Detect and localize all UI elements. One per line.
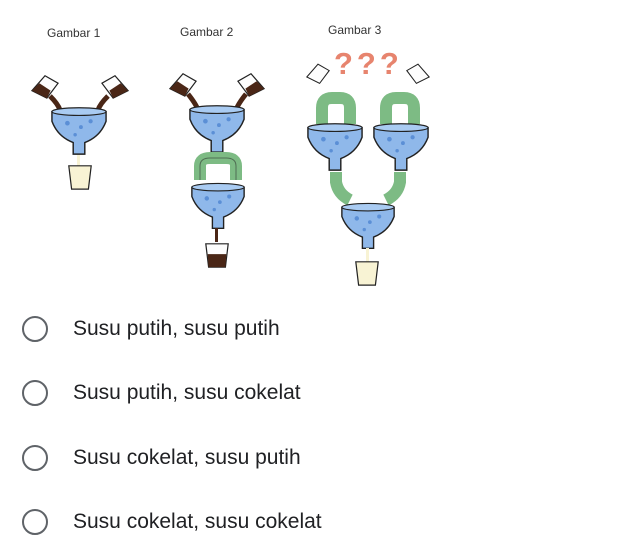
gambar-1-drawing — [31, 75, 129, 190]
caption-gambar-2: Gambar 2 — [180, 25, 234, 39]
radio-button[interactable] — [22, 316, 48, 342]
milk-funnel-illustration: Gambar 1 Gambar 2 Gambar 3 ??? — [31, 23, 430, 286]
option-label: Susu putih, susu putih — [73, 317, 280, 340]
option-4[interactable]: Susu cokelat, susu cokelat — [22, 504, 482, 540]
option-label: Susu cokelat, susu cokelat — [73, 510, 322, 533]
option-1[interactable]: Susu putih, susu putih — [22, 311, 482, 347]
radio-button[interactable] — [22, 445, 48, 471]
gambar-2-drawing — [169, 73, 265, 268]
option-3[interactable]: Susu cokelat, susu putih — [22, 440, 482, 476]
question-marks: ??? — [334, 46, 403, 81]
radio-button[interactable] — [22, 509, 48, 535]
option-label: Susu cokelat, susu putih — [73, 446, 301, 469]
caption-gambar-1: Gambar 1 — [47, 26, 101, 40]
option-label: Susu putih, susu cokelat — [73, 381, 301, 404]
caption-gambar-3: Gambar 3 — [328, 23, 382, 37]
gambar-3-drawing: ??? — [306, 46, 430, 286]
radio-button[interactable] — [22, 380, 48, 406]
option-2[interactable]: Susu putih, susu cokelat — [22, 375, 482, 411]
